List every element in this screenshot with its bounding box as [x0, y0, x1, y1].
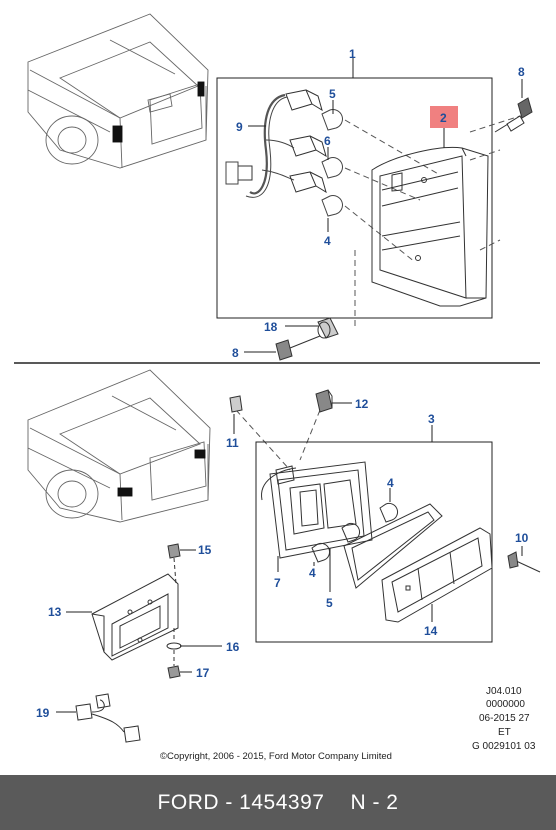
washer-16 — [166, 628, 182, 650]
callout-9: 9 — [236, 120, 243, 134]
callout-5-top: 5 — [329, 87, 336, 101]
part-number-banner: FORD - 1454397 N - 2 — [0, 775, 556, 830]
callout-12: 12 — [355, 397, 369, 411]
lens-14 — [381, 527, 493, 623]
page-indicator: N - 2 — [350, 790, 399, 814]
callout-13: 13 — [48, 605, 62, 619]
reference-line-4: ET — [498, 727, 511, 738]
nut-17 — [167, 650, 181, 679]
callout-18: 18 — [264, 320, 278, 334]
bracket-13 — [91, 573, 179, 661]
bulb-5-top — [321, 109, 343, 131]
callout-6: 6 — [324, 134, 331, 148]
pickup-truck-illustration-top — [27, 13, 209, 169]
wiring-harness-19 — [75, 693, 141, 743]
reference-line-2: 0000000 — [486, 699, 525, 710]
bolt-8-top — [494, 97, 533, 133]
callout-14: 14 — [424, 624, 438, 638]
gasket — [343, 503, 443, 589]
assembly-box-1 — [216, 77, 493, 319]
callout-3: 3 — [428, 412, 435, 426]
parts-diagram: 1 2 5 6 4 8 9 18 8 3 11 12 4 10 15 7 4 5… — [14, 13, 541, 762]
callout-19: 19 — [36, 706, 50, 720]
bolt-15 — [167, 543, 181, 585]
pickup-truck-illustration-bottom — [27, 369, 211, 523]
assembly-box-3 — [255, 441, 493, 643]
projection-lines-top — [344, 115, 521, 330]
bulb-4-bottom — [379, 502, 399, 523]
callout-4-bottom-left: 4 — [309, 566, 316, 580]
callout-7: 7 — [274, 576, 281, 590]
bulb-6-top — [321, 157, 343, 179]
bulb-4-top — [321, 195, 343, 217]
projection-lines-bottom — [235, 409, 321, 471]
callout-4-bottom: 4 — [387, 476, 394, 490]
bulb-5-bottom — [341, 522, 361, 543]
callout-16: 16 — [226, 640, 240, 654]
callout-17: 17 — [196, 666, 210, 680]
screw-10 — [507, 551, 541, 573]
grommet-18 — [317, 317, 339, 339]
reference-line-1: J04.010 — [486, 686, 522, 697]
reference-line-5: G 0029101 03 — [472, 741, 536, 752]
callout-15: 15 — [198, 543, 212, 557]
callout-1: 1 — [349, 47, 356, 61]
wiring-harness-9 — [225, 89, 327, 198]
bulb-4-bottom-left — [311, 542, 331, 563]
callout-11: 11 — [226, 436, 239, 450]
reference-line-3: 06-2015 27 — [479, 713, 530, 724]
callout-8-top: 8 — [518, 65, 525, 79]
callout-2: 2 — [440, 111, 447, 125]
bolt-8-lower — [275, 335, 321, 361]
brand-part-number: FORD - 1454397 — [157, 790, 325, 814]
lamp-housing-7 — [261, 461, 373, 559]
clip-12 — [315, 389, 333, 413]
callout-2-highlight — [430, 106, 458, 128]
callout-4-top: 4 — [324, 234, 331, 248]
callout-5-bottom: 5 — [326, 596, 333, 610]
copyright-notice: ©Copyright, 2006 - 2015, Ford Motor Comp… — [160, 751, 392, 762]
clip-11 — [229, 395, 243, 413]
callout-10: 10 — [515, 531, 529, 545]
callout-8-lower: 8 — [232, 346, 239, 360]
tail-lamp-2 — [371, 146, 489, 307]
